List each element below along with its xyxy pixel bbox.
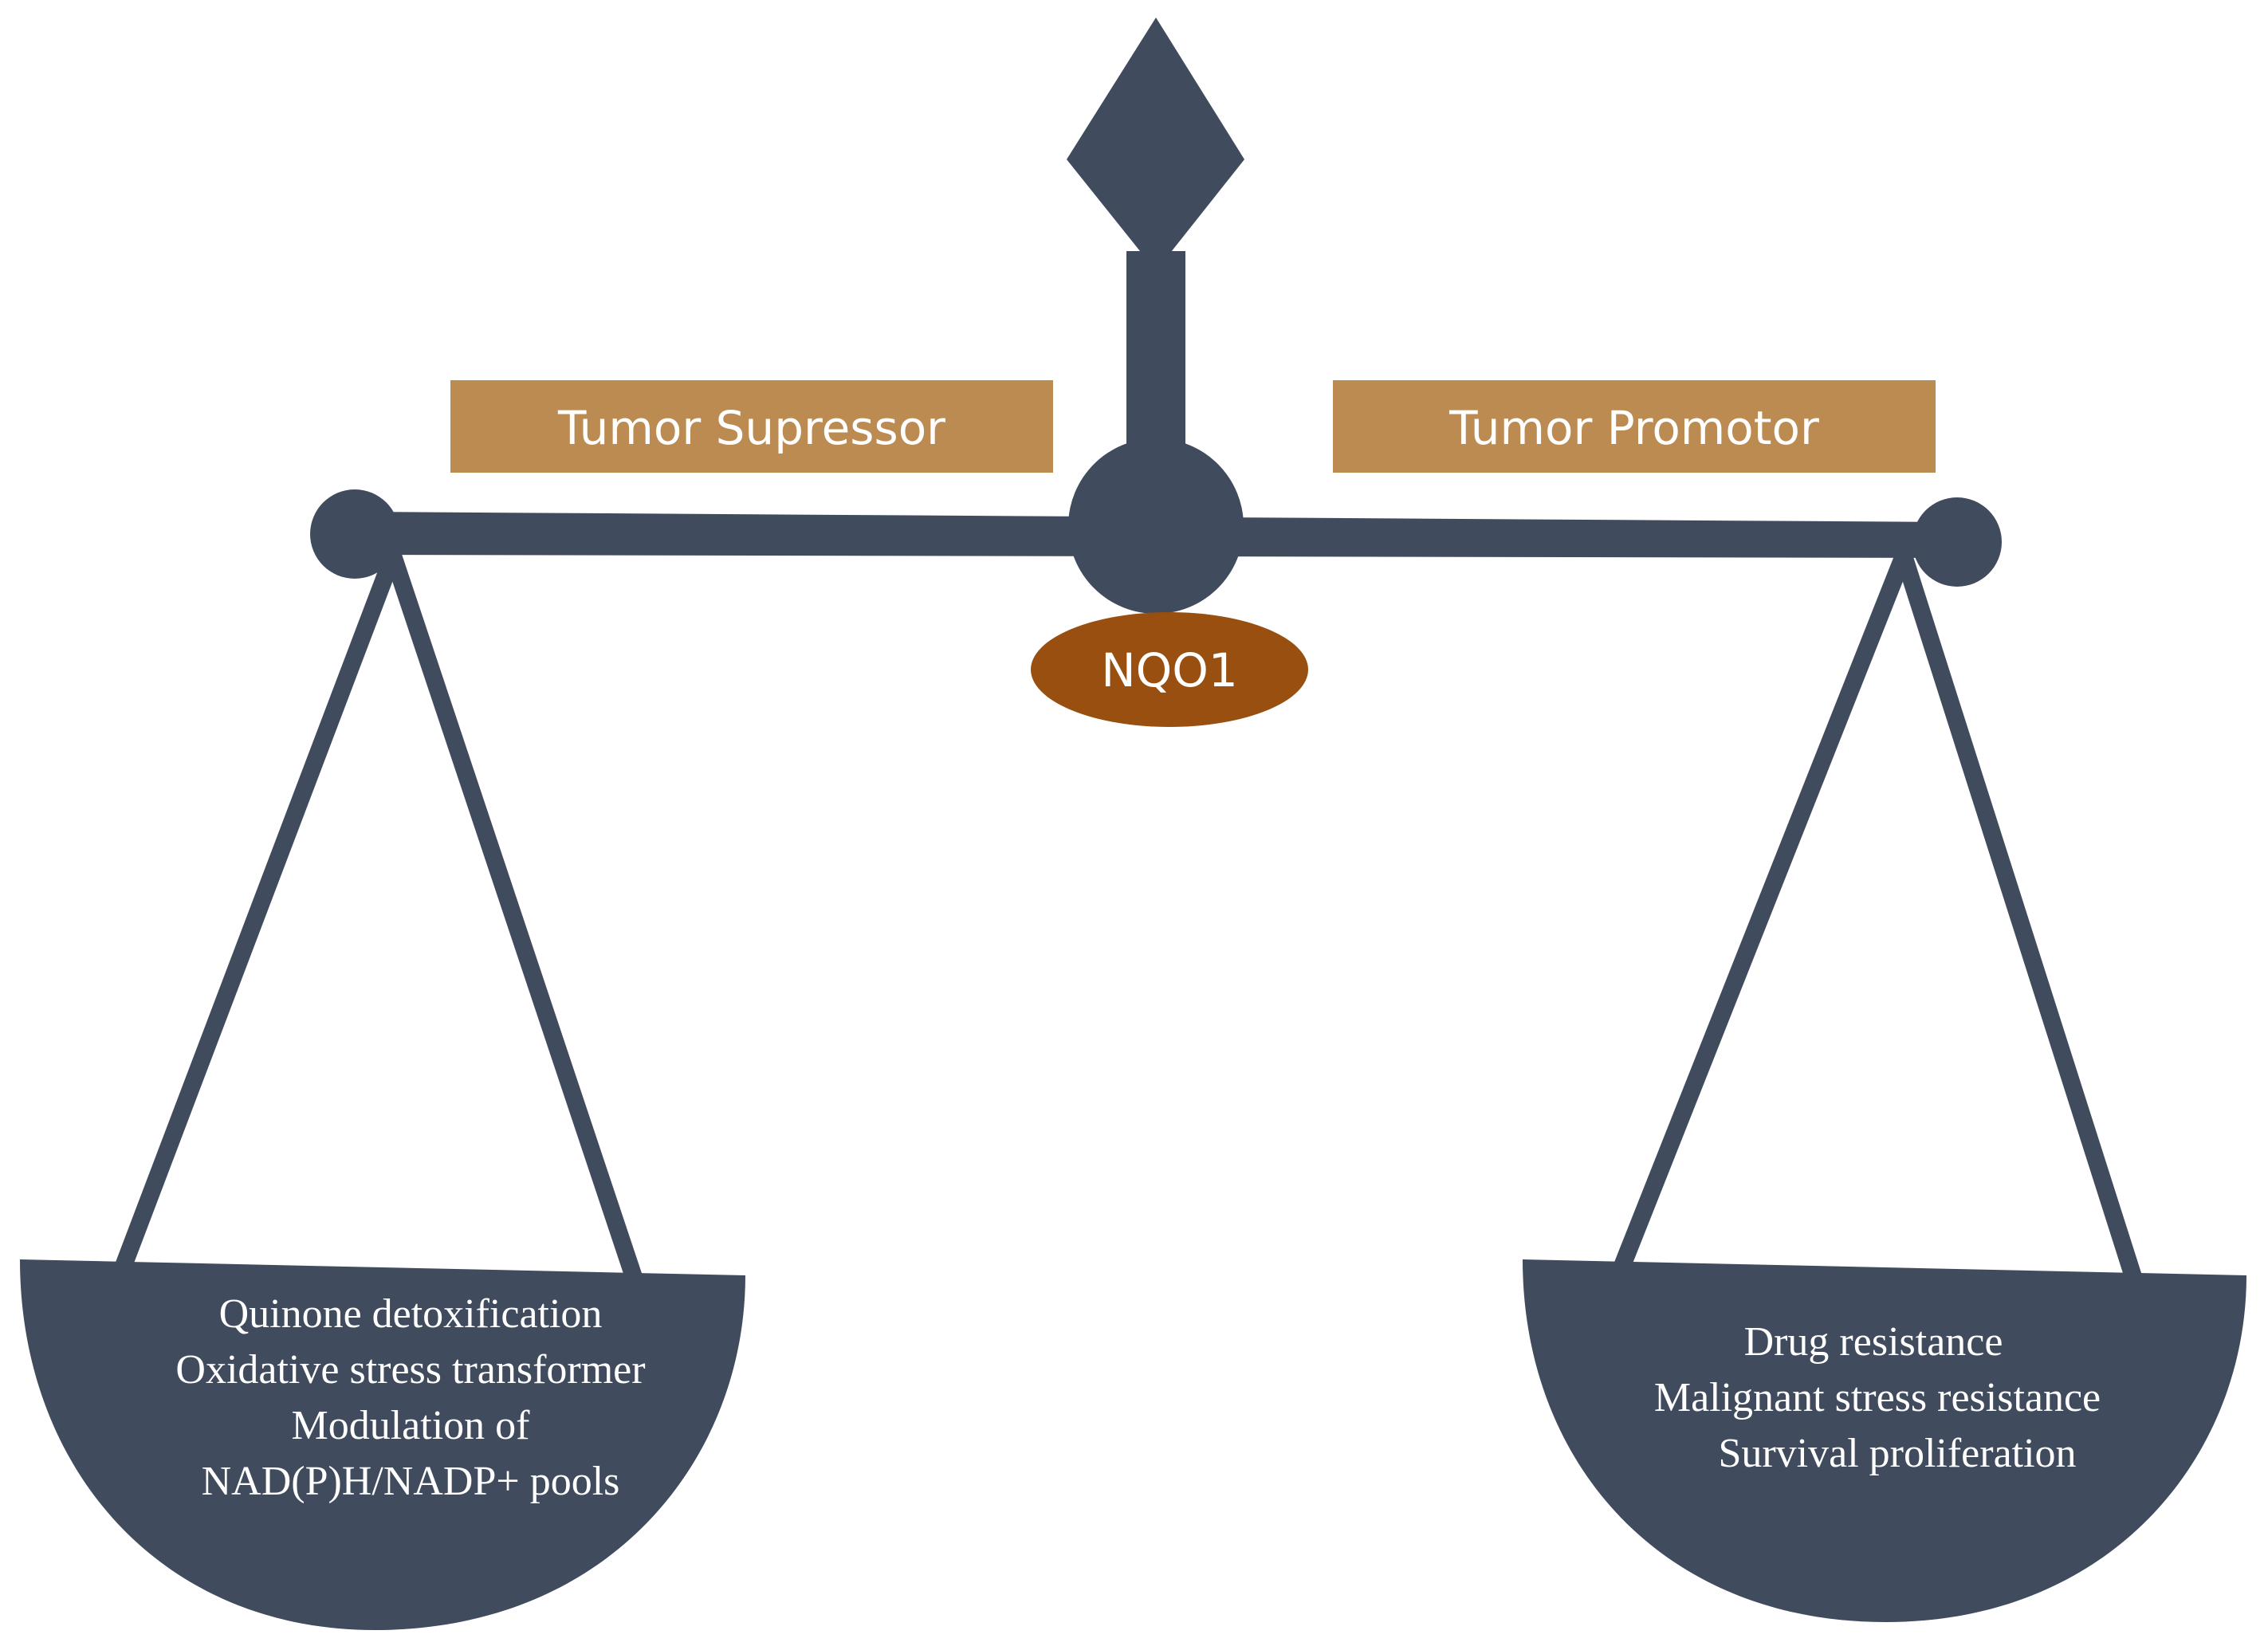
tumor-suppressor-text: Tumor Supressor: [557, 401, 945, 455]
tumor-promotor-text: Tumor Promotor: [1448, 401, 1819, 455]
right-pan-strings: [1614, 547, 2144, 1291]
left-pan: Quinone detoxification Oxidative stress …: [20, 1259, 745, 1630]
scale-pivot: [1068, 438, 1244, 614]
left-beam-knob: [310, 489, 399, 579]
left-pan-line-1: Quinone detoxification: [219, 1291, 603, 1337]
right-pan: Drug resistance Malignant stress resista…: [1523, 1259, 2246, 1622]
scale-top-diamond: [1067, 18, 1244, 271]
left-pan-strings: [115, 547, 644, 1291]
right-pan-line-2: Malignant stress resistance: [1654, 1375, 2101, 1420]
right-pan-line-1: Drug resistance: [1744, 1319, 2003, 1365]
nqo1-text: NQO1: [1101, 643, 1238, 697]
nqo1-label: NQO1: [1031, 612, 1308, 727]
tumor-suppressor-label: Tumor Supressor: [450, 380, 1053, 473]
right-beam-knob: [1912, 497, 2002, 587]
left-pan-line-2: Oxidative stress transformer: [175, 1347, 645, 1393]
left-pan-line-4: NAD(P)H/NADP+ pools: [202, 1459, 620, 1504]
left-pan-line-3: Modulation of: [292, 1403, 531, 1448]
right-pan-line-3: Survival proliferation: [1718, 1431, 2076, 1476]
tumor-promotor-label: Tumor Promotor: [1333, 380, 1936, 473]
